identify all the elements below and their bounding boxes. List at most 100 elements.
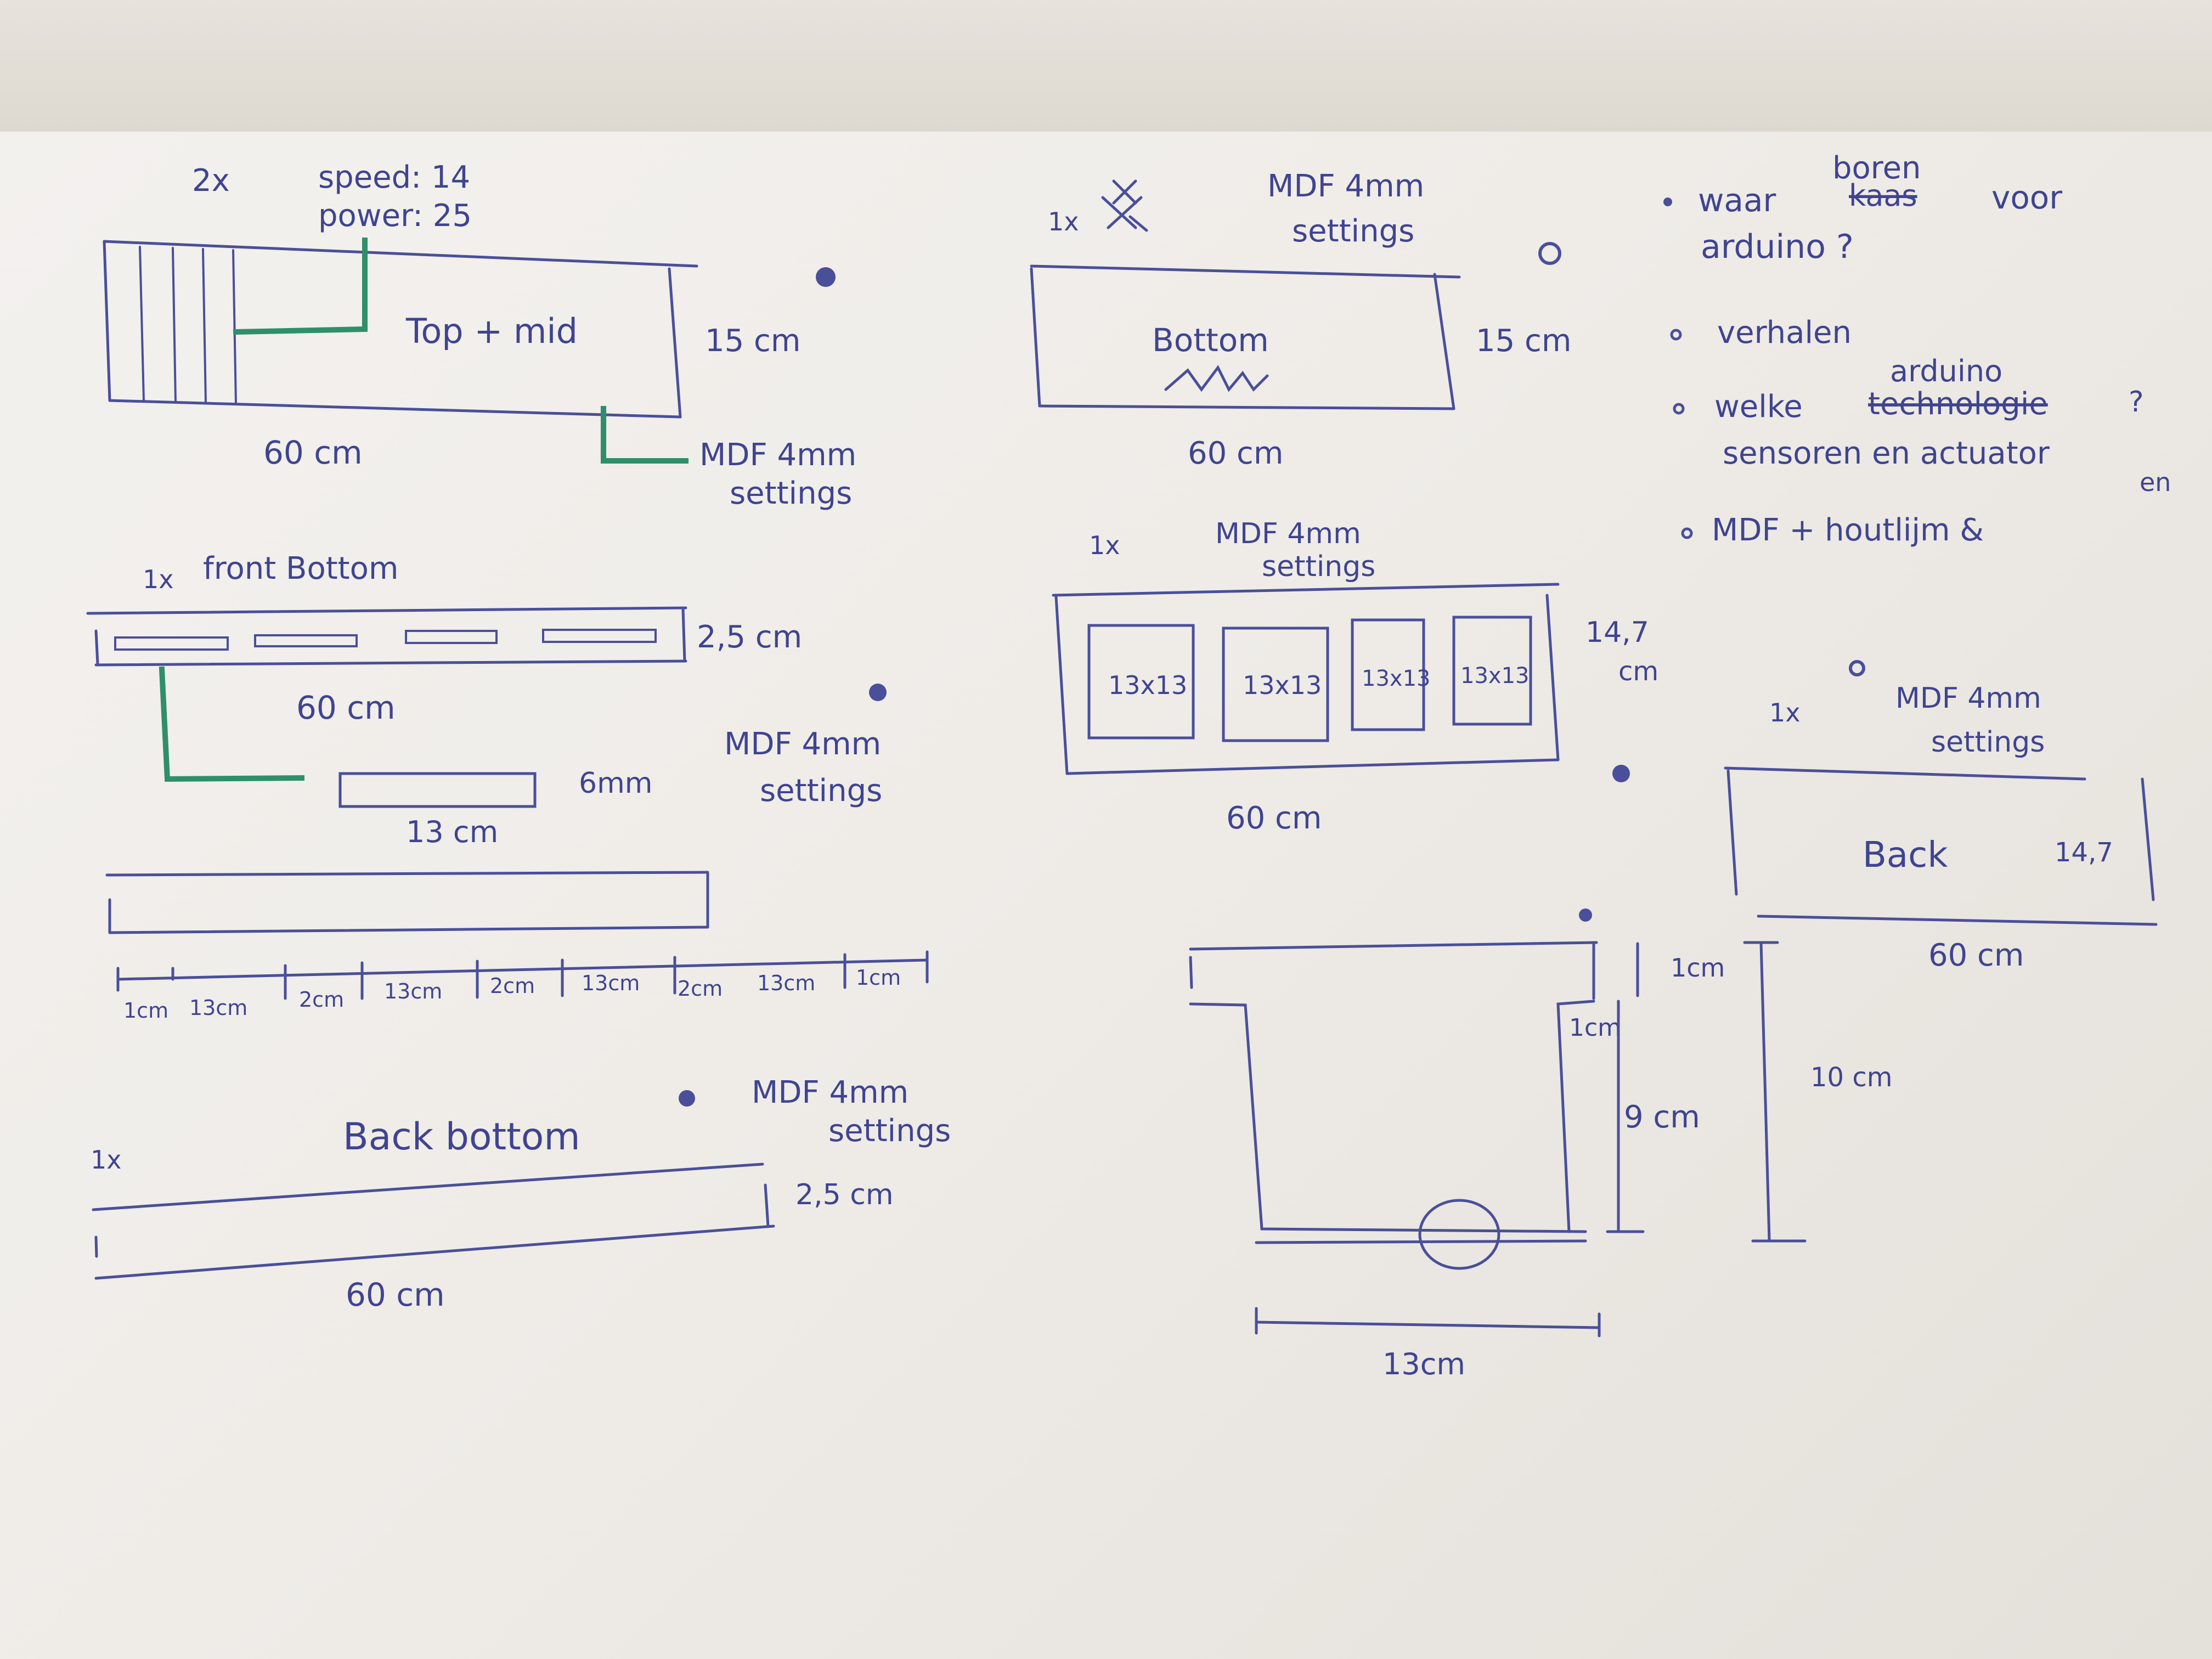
front-bottom-section: 1x front Bottom 2,5 cm 60 cm 6mm 13 cm M… xyxy=(86,551,929,1023)
back-outline-top xyxy=(1724,766,2086,781)
back-bottom-width: 60 cm xyxy=(346,1276,445,1313)
profile-top-edge xyxy=(1189,941,1598,951)
grid-panel-height-unit: cm xyxy=(1618,656,1658,687)
ink-mark xyxy=(869,684,887,701)
grid-panel-width: 60 cm xyxy=(1226,800,1322,836)
note-1-end: voor xyxy=(1991,179,2062,216)
slot-width: 13 cm xyxy=(406,815,498,849)
top-mid-width: 60 cm xyxy=(263,434,363,471)
bullet-dot xyxy=(1670,329,1682,341)
bottom-outline-top xyxy=(1030,264,1461,279)
dim-13cm xyxy=(1255,1321,1601,1329)
sensor-hole xyxy=(1418,1199,1500,1270)
front-bottom-width: 60 cm xyxy=(296,689,396,726)
back-bottom-settings: settings xyxy=(828,1113,951,1149)
bullet-dot xyxy=(1663,198,1672,206)
ink-mark xyxy=(1849,660,1865,676)
note-1-struck: kaas xyxy=(1849,178,1917,213)
profile-left-wall xyxy=(1189,1002,1587,1233)
dim-10cm xyxy=(1759,941,1771,1242)
grid-cell-label-3: 13x13 xyxy=(1362,666,1430,691)
top-mid-qty: 2x xyxy=(192,163,230,199)
back-bottom-right-edge xyxy=(764,1183,770,1228)
note-1-start: waar xyxy=(1698,182,1776,219)
profile-top-gap: 1cm xyxy=(1671,953,1725,983)
side-profile-section: 1cm 1cm 9 cm 10 cm 13cm xyxy=(1189,909,1892,1381)
bottom-height: 15 cm xyxy=(1476,323,1571,359)
grid-panel-height: 14,7 xyxy=(1585,616,1649,649)
bottom-label: Bottom xyxy=(1152,321,1269,359)
note-5-cont: en xyxy=(2140,467,2171,497)
note-5: sensoren en actuator xyxy=(1723,436,2050,471)
top-mid-panel-outline xyxy=(103,240,698,419)
back-bottom-height: 2,5 cm xyxy=(795,1178,893,1211)
note-4-struck: technologie xyxy=(1868,386,2048,422)
grid-cell-label-4: 13x13 xyxy=(1460,663,1529,689)
front-bottom-height: 2,5 cm xyxy=(697,619,802,655)
back-width: 60 cm xyxy=(1928,938,2024,973)
front-bottom-label: front Bottom xyxy=(203,551,398,586)
front-bottom-qty: 1x xyxy=(143,565,174,594)
back-qty: 1x xyxy=(1769,698,1801,727)
profile-right-wall xyxy=(1556,1000,1595,1233)
ink-mark xyxy=(1612,765,1630,782)
background-wall xyxy=(0,0,2212,143)
back-bottom-label: Back bottom xyxy=(343,1115,580,1159)
spacing-4: 13cm xyxy=(384,979,442,1003)
scribble-mark xyxy=(1164,365,1269,392)
bottom-material: MDF 4mm xyxy=(1267,168,1424,204)
top-mid-speed: speed: 14 xyxy=(318,160,470,195)
ink-mark xyxy=(816,267,836,287)
bottom-outline-right xyxy=(1433,273,1455,410)
bullet-dot xyxy=(1681,527,1693,539)
front-bottom-settings: settings xyxy=(760,773,882,809)
top-mid-material-pointer xyxy=(601,406,689,464)
ink-mark xyxy=(1538,242,1561,265)
ink-mark xyxy=(1579,909,1592,922)
back-outline-left xyxy=(1726,769,1738,896)
note-2: arduino ? xyxy=(1701,228,1854,266)
grid-panel-settings: settings xyxy=(1262,550,1375,583)
profile-inner-height: 9 cm xyxy=(1624,1099,1700,1135)
spacing-3: 2cm xyxy=(299,988,344,1012)
profile-inner-gap: 1cm xyxy=(1569,1014,1621,1042)
slot-height: 6mm xyxy=(579,767,652,800)
paper-sheet xyxy=(0,132,2212,1659)
back-bottom-top-edge xyxy=(92,1163,764,1211)
back-bottom-section: 1x Back bottom MDF 4mm settings 2,5 cm 6… xyxy=(91,1075,951,1313)
top-mid-settings: settings xyxy=(730,476,852,511)
top-mid-height: 15 cm xyxy=(705,323,800,359)
bottom-outline-left xyxy=(1030,267,1041,408)
back-outline-bottom xyxy=(1757,915,2158,926)
spacing-strip: 1cm 13cm 2cm 13cm 2cm 13cm 2cm 13cm 1cm xyxy=(105,871,929,1023)
back-bottom-qty: 1x xyxy=(91,1145,122,1175)
spacing-7: 2cm xyxy=(678,977,723,1001)
spacing-8: 13cm xyxy=(757,971,815,995)
top-mid-green-pointer xyxy=(233,238,368,335)
grid-panel-right xyxy=(1545,594,1560,761)
notes-section: waar boren kaas voor arduino ? verhalen … xyxy=(1663,150,2171,548)
spacing-5: 2cm xyxy=(490,974,535,998)
note-6: MDF + houtlijm & xyxy=(1712,512,1984,548)
note-4-end: ? xyxy=(2129,386,2144,419)
bottom-qty: 1x xyxy=(1048,207,1079,236)
bullet-dot xyxy=(1673,403,1685,415)
note-4-insert: arduino xyxy=(1890,354,2002,388)
front-bottom-material: MDF 4mm xyxy=(724,726,881,762)
grid-cell-label-2: 13x13 xyxy=(1243,670,1322,700)
bottom-settings: settings xyxy=(1292,213,1414,249)
back-height: 14,7 xyxy=(2055,837,2113,868)
profile-width: 13cm xyxy=(1383,1347,1465,1381)
grid-panel-qty: 1x xyxy=(1089,531,1120,560)
profile-tick xyxy=(1189,956,1193,989)
bottom-width: 60 cm xyxy=(1188,436,1283,471)
note-3: verhalen xyxy=(1717,315,1852,351)
grid-panel-bottom xyxy=(1065,758,1560,775)
grid-cell-2 xyxy=(1222,627,1329,742)
top-mid-material: MDF 4mm xyxy=(699,437,856,473)
grid-cell-1 xyxy=(1087,624,1195,740)
spacing-2: 13cm xyxy=(189,996,247,1020)
top-mid-panel-section: 2x speed: 14 power: 25 Top + mid 15 cm 6… xyxy=(103,160,856,511)
grid-cell-4 xyxy=(1452,616,1532,726)
